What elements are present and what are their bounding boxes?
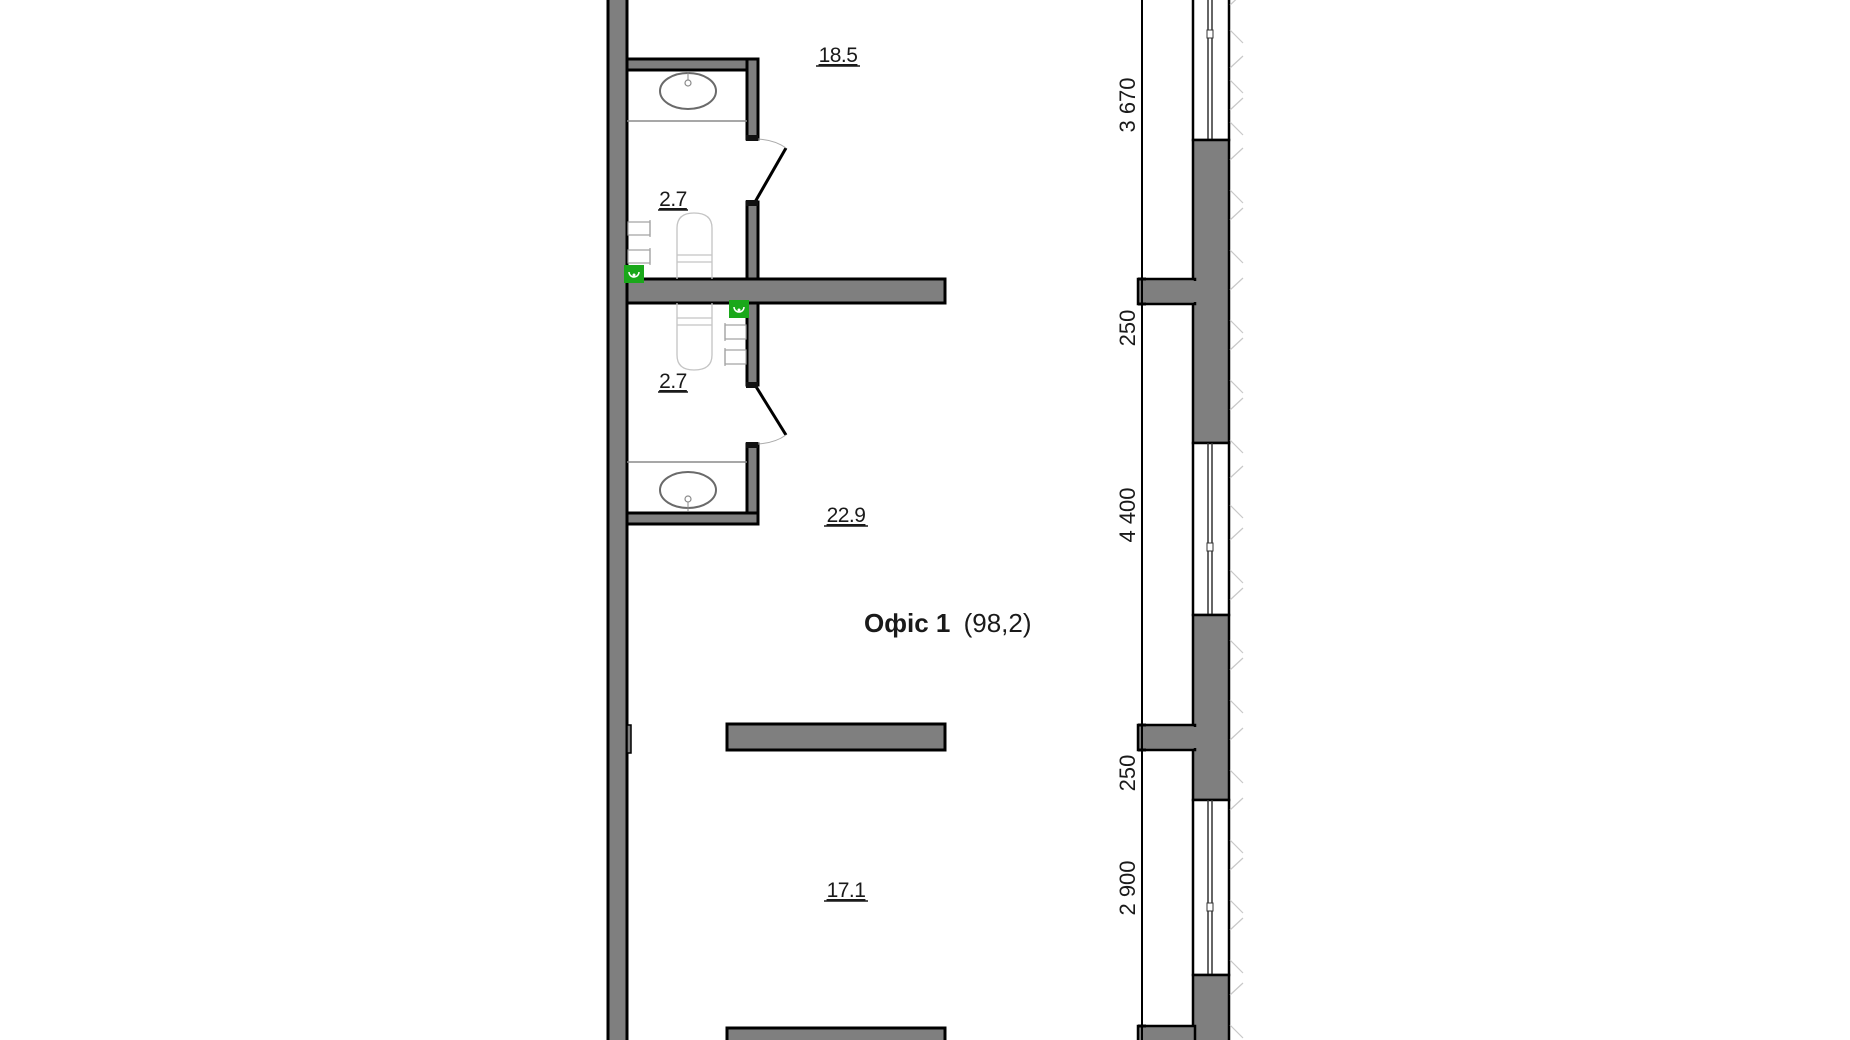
window-1 — [1191, 0, 1231, 142]
office-total-area: (98,2) — [964, 608, 1032, 638]
door-icon-lower-wc — [746, 382, 788, 448]
sink-icon-lower — [627, 461, 747, 511]
office-partition-walls — [725, 722, 947, 1040]
toilet-icon-lower — [676, 303, 713, 371]
dimension-label: 3 670 — [1115, 77, 1140, 132]
window-3 — [1191, 798, 1231, 977]
central-partition-wall — [625, 277, 947, 305]
wc-area-label: 2.7 — [659, 370, 687, 393]
sink-icon-upper — [627, 71, 747, 122]
right-exterior-wall — [1136, 0, 1244, 1040]
window-2 — [1191, 441, 1231, 617]
upper-wc-walls — [625, 57, 760, 282]
green-marker-icon-1 — [624, 265, 644, 283]
office-title: Офіс 1 (98,2) — [864, 608, 1032, 638]
dimension-line — [1138, 0, 1146, 1040]
wall-fixtures — [627, 220, 747, 366]
green-marker-icon-2 — [729, 300, 749, 318]
dimension-label: 4 400 — [1115, 487, 1140, 542]
lower-wc-walls — [625, 301, 760, 526]
room-area-label: 17.1 — [827, 879, 866, 902]
exterior-hatching — [1229, 0, 1244, 1039]
room-area-label: 22.9 — [827, 504, 866, 527]
wc-area-label: 2.7 — [659, 188, 687, 211]
toilet-icon-upper — [676, 212, 713, 279]
dimension-label: 250 — [1115, 310, 1140, 347]
office-name: Офіс 1 — [864, 608, 950, 638]
dimension-label: 2 900 — [1115, 860, 1140, 915]
dimension-label: 250 — [1115, 755, 1140, 792]
room-area-label: 18.5 — [819, 44, 858, 67]
door-icon-upper-wc — [746, 135, 788, 206]
